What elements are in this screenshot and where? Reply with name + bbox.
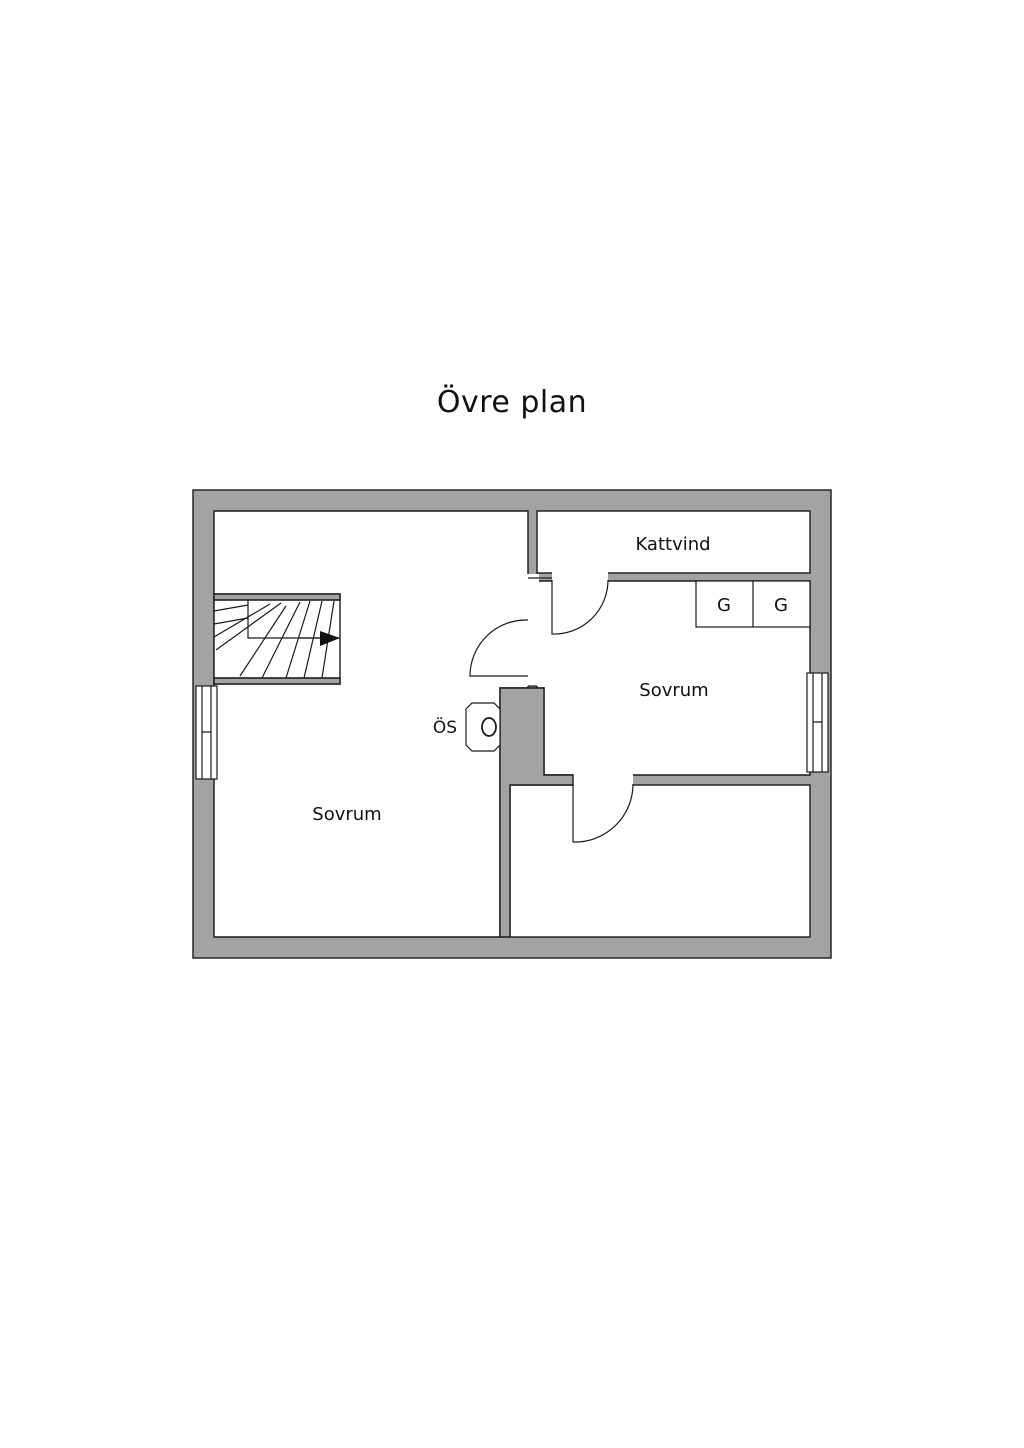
room-label-attic: Kattvind <box>635 534 710 555</box>
room-label-bedroom-right: Sovrum <box>639 680 708 701</box>
room-attic-storage <box>536 510 811 574</box>
chimney-label: ÖS <box>433 716 457 738</box>
wardrobe-label-2: G <box>774 595 788 616</box>
room-lower-right <box>509 784 811 938</box>
door-right-bedroom <box>551 579 609 635</box>
window-left <box>195 685 218 780</box>
wardrobes <box>695 580 811 628</box>
door-lower-right-room <box>572 783 634 843</box>
chimney-block <box>499 687 574 938</box>
wardrobe-label-1: G <box>717 595 731 616</box>
room-label-bedroom-large: Sovrum <box>312 804 381 825</box>
staircase <box>213 593 341 685</box>
window-right <box>806 672 829 773</box>
floor-plan-title: Övre plan <box>436 385 588 420</box>
door-large-bedroom <box>469 619 529 677</box>
stove-icon <box>465 702 501 752</box>
